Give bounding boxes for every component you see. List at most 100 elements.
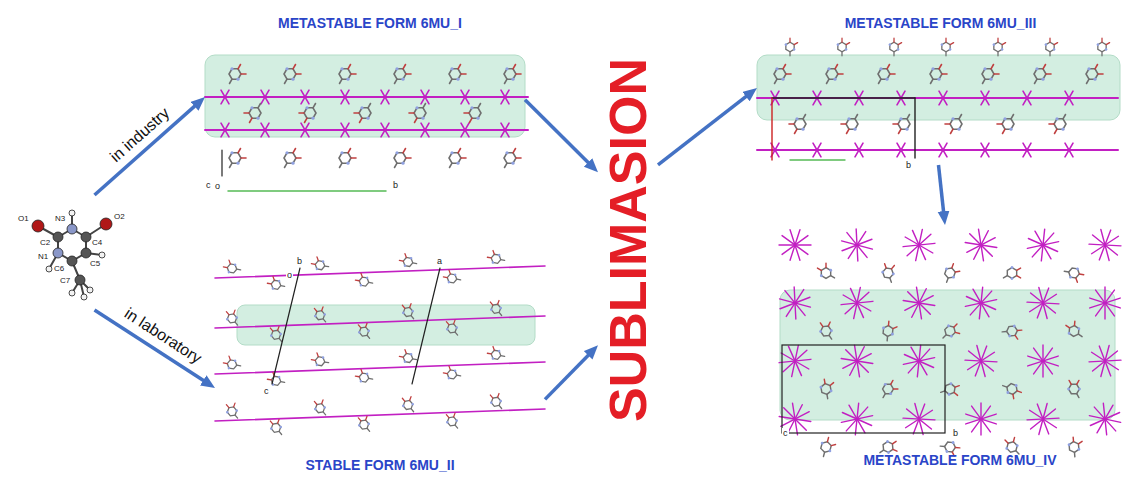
carbonyl [955,271,959,273]
n-atom [446,328,449,331]
methyl [498,405,502,408]
methyl [505,79,508,83]
n-atom [346,78,349,81]
n-atom [1006,391,1009,394]
methyl [322,319,326,322]
ring [950,119,962,129]
ring [314,402,325,414]
molecule-sketch [443,411,462,429]
n-atom [291,78,294,81]
carbonyl [955,446,959,450]
hbond-star [501,90,509,104]
n-atom [453,369,456,372]
carbonyl [991,65,994,69]
methyl [340,79,343,83]
n-atom [409,353,412,356]
atom [67,224,77,234]
atom [46,266,52,272]
atom [53,248,63,258]
molecule-sketch [886,36,905,56]
n-atom [453,273,456,276]
molecule-sketch [267,417,286,435]
methyl [501,354,505,357]
carbonyl [449,366,450,370]
molecule-sketch [1049,115,1066,134]
carbonyl [944,38,947,42]
hbond-line [966,296,995,309]
ring [490,253,501,265]
carbonyl [1055,129,1058,133]
ring [944,267,956,278]
methyl [278,431,282,434]
n-atom [889,392,892,395]
n-atom [905,128,908,131]
ring [1069,325,1079,337]
hbond-star [341,90,349,104]
ring [819,324,832,338]
n-atom [314,314,317,317]
carbonyl [942,73,947,75]
n-atom [819,330,823,334]
methyl [840,52,843,56]
ring [226,312,237,324]
n-atom [321,260,324,263]
methyl [237,268,241,271]
carbonyl [410,397,411,401]
carbonyl [470,118,473,122]
methyl [944,52,947,56]
form-heading: METASTABLE FORM 6MU_I [278,15,462,32]
cell-edge [412,268,440,384]
methyl [498,312,502,315]
n-atom [505,67,508,70]
carbonyl [893,449,897,451]
n-atom [1003,117,1006,120]
molecule-sketch [354,104,371,123]
n-atom [227,366,230,369]
molecule-sketch [284,65,301,84]
methyl [505,163,508,167]
n-atom [235,409,238,412]
molecule-sketch [816,318,838,339]
hbond-line [842,239,872,250]
n-atom [490,308,493,311]
hbond-star [501,123,509,137]
carbonyl [1066,325,1070,328]
carbonyl [403,65,406,69]
n-atom [285,151,288,154]
n-atom [1005,447,1009,451]
hbond-star [381,90,389,104]
n-atom [947,324,951,328]
molecule-sketch [1065,434,1087,457]
hbond-star [1023,143,1031,157]
hbond-line [907,409,932,429]
n-atom [271,287,274,290]
n-atom [829,329,833,333]
carbonyl [490,395,494,398]
n-atom [885,78,888,81]
methyl [325,361,329,364]
hbond-line [903,243,935,246]
methyl [855,115,858,119]
molecule-sketch [943,263,961,282]
carbonyl [945,123,950,125]
n-atom [323,406,326,409]
hbond-star [939,143,947,157]
form-heading: STABLE FORM 6MU_II [305,457,454,474]
n-atom [1008,334,1012,338]
carbonyl [823,379,827,383]
methyl [940,444,944,448]
molecule-sketch [399,394,418,412]
ring [304,108,316,118]
methyl [825,394,829,398]
carbonyl [229,356,230,360]
n-atom [499,306,502,309]
atom-label: O2 [114,212,125,222]
atom [69,290,75,296]
hbond-star [897,143,905,157]
ring [270,375,281,387]
ring [270,329,281,341]
carbonyl [887,321,891,325]
atom [99,252,105,258]
molecule-sketch [1034,65,1051,84]
methyl [941,389,945,393]
